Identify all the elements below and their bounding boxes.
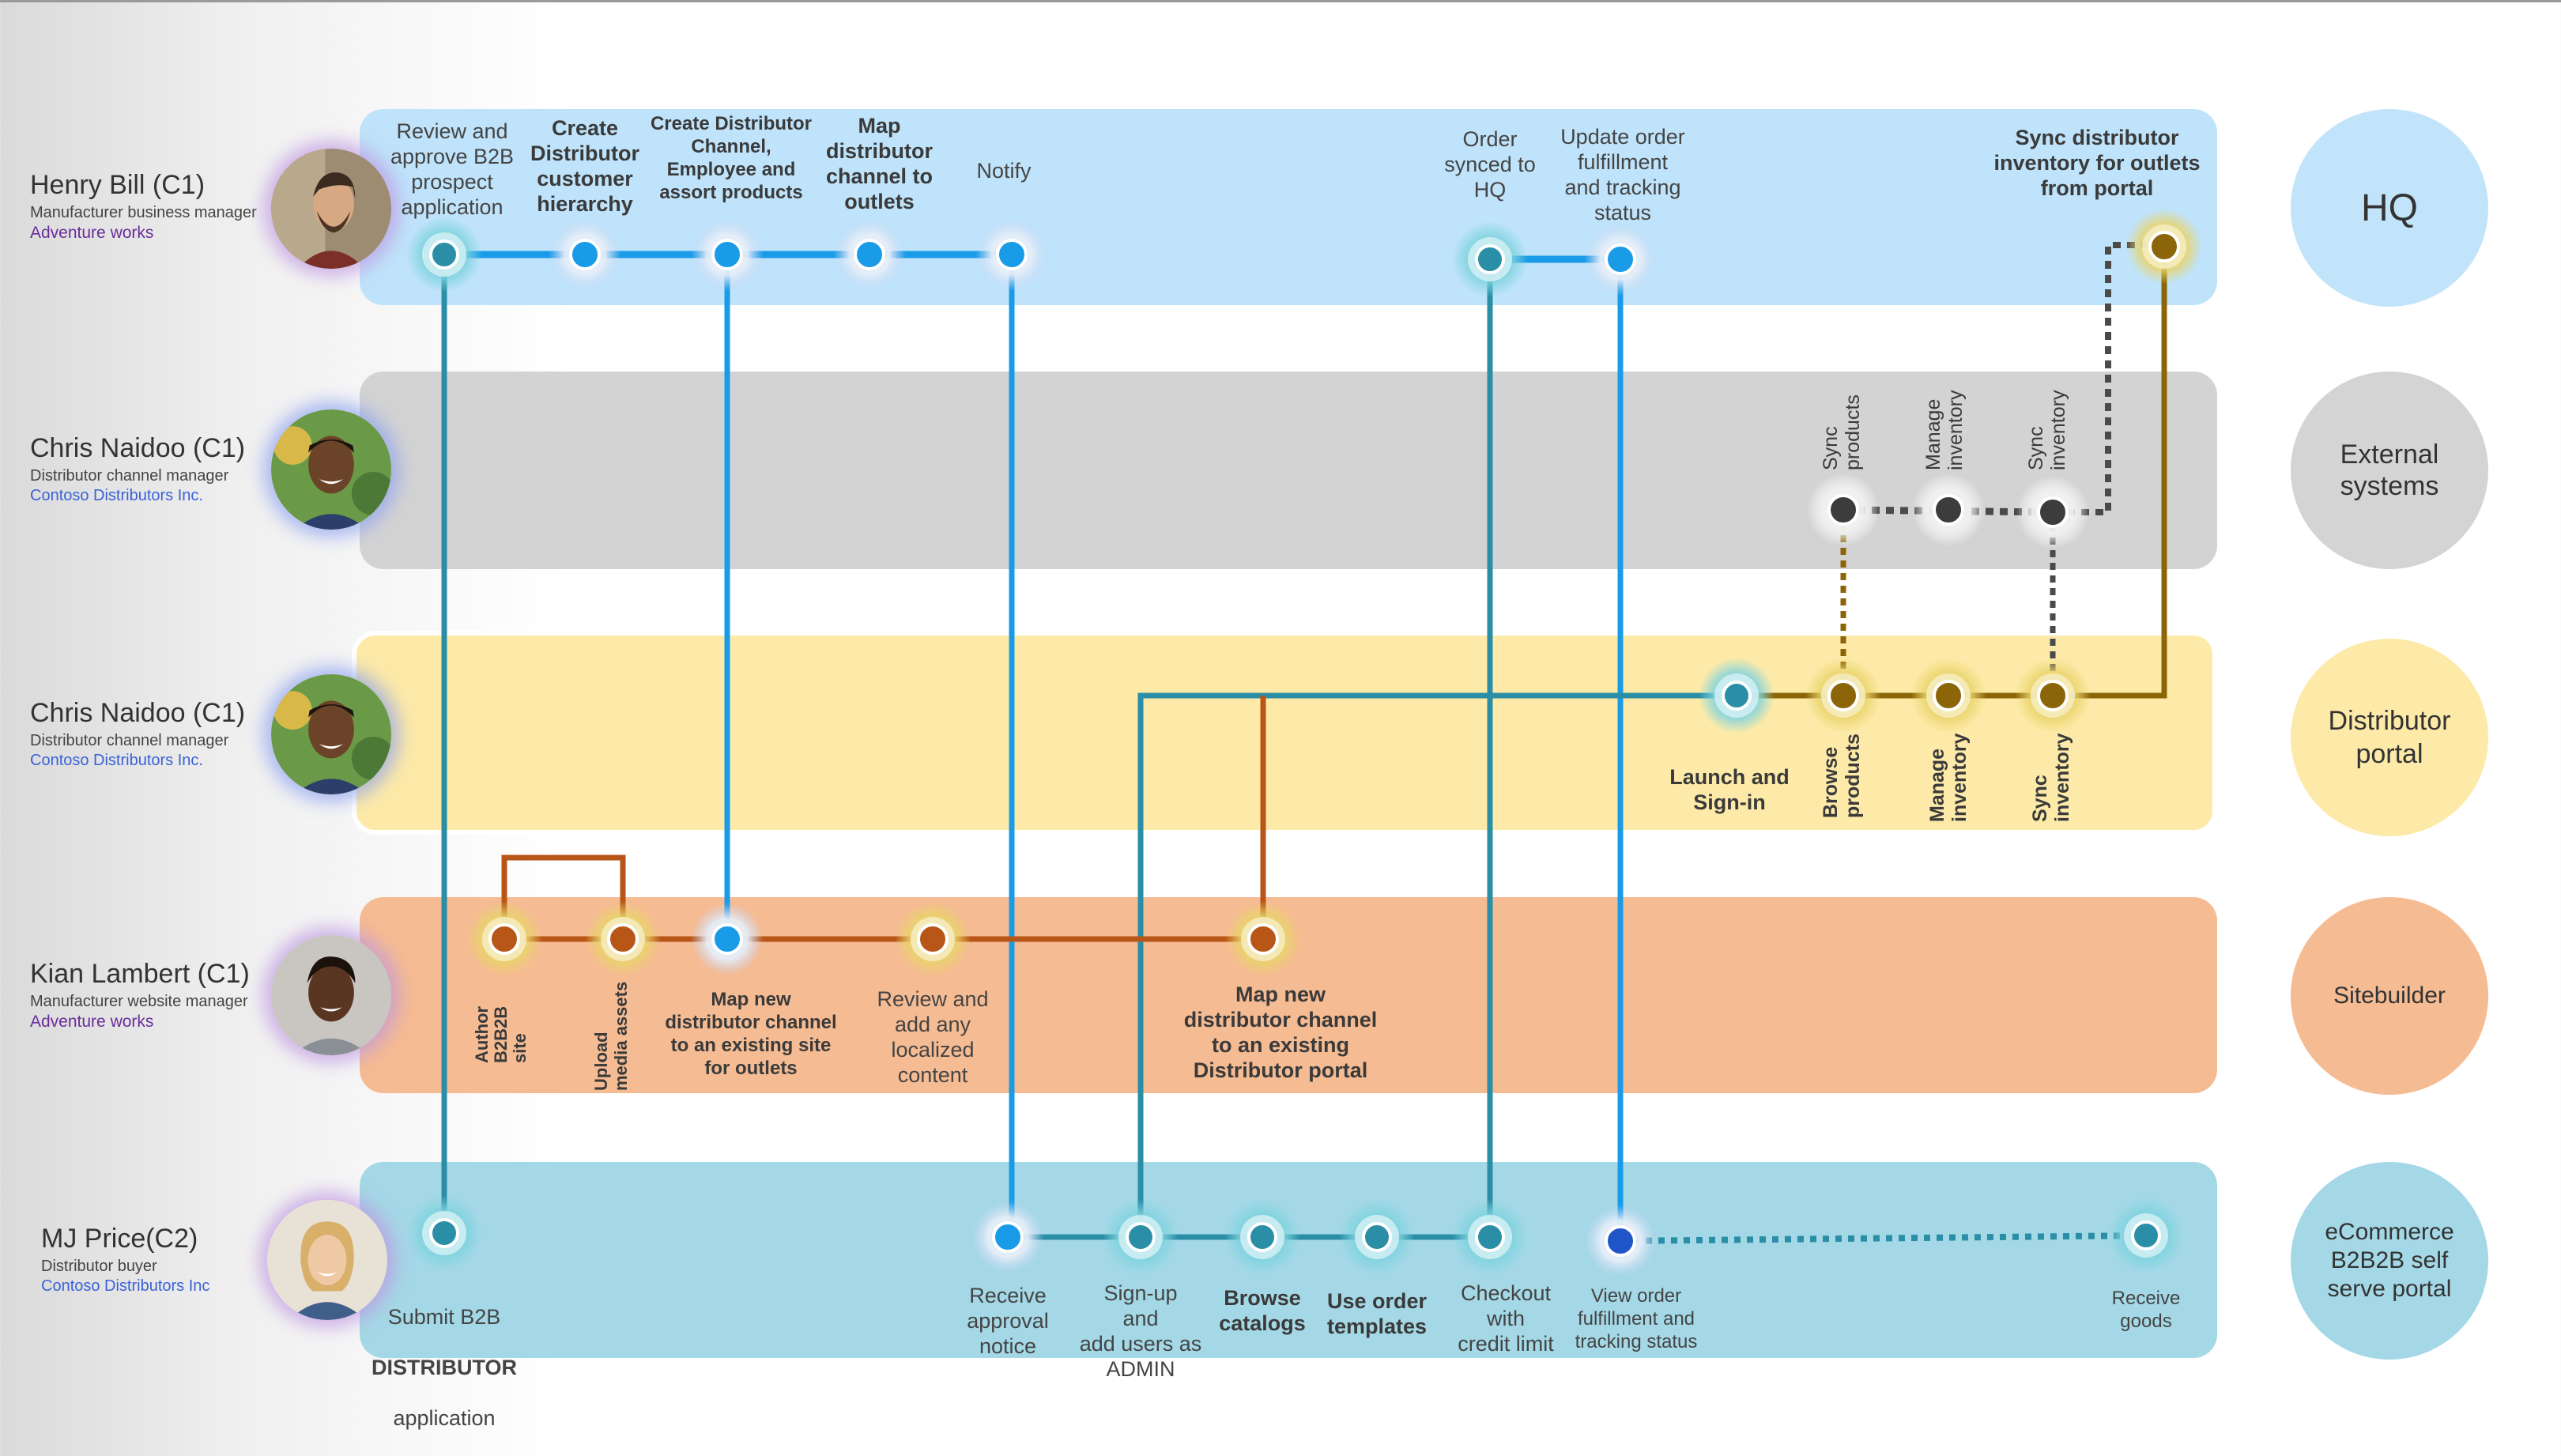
avatar-kian [271,935,391,1055]
label-ec-submit-line2: DISTRIBUTOR [371,1356,517,1379]
persona-chris-1: Chris Naidoo (C1) Distributor channel ma… [30,433,245,505]
system-label: External systems [2340,439,2439,501]
label-ec-signup: Sign-up and add users as ADMIN [1079,1281,1202,1381]
persona-name: MJ Price(C2) [41,1224,198,1254]
persona-name: Chris Naidoo (C1) [30,698,246,728]
persona-mj: MJ Price(C2) Distributor buyer Contoso D… [41,1224,209,1296]
system-label: Distributor portal [2328,706,2451,769]
label-ec-view-order: View order fulfillment and tracking stat… [1575,1285,1698,1352]
persona-role: Distributor channel manager [30,467,229,485]
label-ec-checkout: Checkout with credit limit [1458,1281,1554,1356]
system-label: HQ [2361,187,2418,229]
label-hq-update-order: Update order fulfillment and tracking st… [1560,125,1685,224]
persona-chris-2: Chris Naidoo (C1) Distributor channel ma… [30,698,245,770]
persona-org: Contoso Distributors Inc [41,1277,210,1295]
label-sb-review: Review and add any localized content [877,987,989,1087]
label-sb-upload: Upload media assets [591,981,631,1091]
persona-name: Chris Naidoo (C1) [30,433,246,463]
label-dp-launch: Launch and Sign-in [1669,765,1790,814]
lane-external-systems [360,372,2217,569]
persona-name: Henry Bill (C1) [30,170,206,200]
system-sitebuilder: Sitebuilder [2291,897,2488,1095]
avatar-chris-2 [271,674,391,794]
system-label: Sitebuilder [2333,983,2446,1009]
persona-kian: Kian Lambert (C1) Manufacturer website m… [30,959,250,1032]
label-hq-review: Review and approve B2B prospect applicat… [390,119,515,219]
label-ec-receive-goods: Receive goods [2111,1288,2181,1332]
label-ec-submit: Submit B2B DISTRIBUTOR application [341,1279,547,1456]
persona-henry: Henry Bill (C1) Manufacturer business ma… [30,170,257,243]
label-dp-manage: Manage inventory [1926,733,1971,822]
persona-name: Kian Lambert (C1) [30,959,250,989]
avatar-chris-1 [271,409,391,530]
persona-role: Manufacturer website manager [30,993,248,1010]
label-hq-hierarchy: Create Distributor customer hierarchy [530,116,639,216]
label-hq-map: Map distributor channel to outlets [825,114,933,213]
label-dp-browse: Browse products [1820,734,1864,818]
system-external: External systems [2291,372,2488,569]
persona-org: Adventure works [30,224,154,242]
system-label: eCommerce B2B2B self serve portal [2325,1219,2454,1302]
label-ext-sync-products: Sync products [1820,394,1864,470]
system-hq: HQ [2291,109,2488,307]
label-hq-notify: Notify [976,159,1032,183]
persona-org: Adventure works [30,1013,154,1031]
label-ec-submit-line1: Submit B2B [387,1305,501,1329]
label-ext-sync-inventory: Sync inventory [2025,390,2069,470]
top-border [0,0,2561,2]
persona-role: Distributor channel manager [30,732,229,749]
label-hq-order-synced: Order synced to HQ [1444,127,1536,202]
lane-hq [360,109,2217,305]
label-hq-channel: Create Distributor Channel, Employee and… [650,113,813,203]
label-hq-sync-inventory: Sync distributor inventory for outlets f… [1993,126,2201,200]
label-sb-author: Author B2B2B site [472,1005,530,1063]
label-ec-submit-line3: application [393,1406,496,1430]
persona-role: Distributor buyer [41,1258,157,1275]
system-ecommerce: eCommerce B2B2B self serve portal [2291,1162,2488,1360]
label-ec-receive-notice: Receive approval notice [967,1284,1049,1358]
label-ec-browse: Browse catalogs [1219,1286,1306,1335]
persona-org: Contoso Distributors Inc. [30,487,203,504]
avatar-mj [267,1200,387,1320]
label-sb-map-portal: Map new distributor channel to an existi… [1183,983,1378,1082]
label-ec-templates: Use order templates [1326,1289,1428,1338]
persona-org: Contoso Distributors Inc. [30,752,203,769]
system-distributor-portal: Distributor portal [2291,639,2488,836]
label-dp-sync: Sync inventory [2029,733,2073,822]
label-ext-manage-inventory: Manage inventory [1922,390,1967,470]
label-sb-map-new: Map new distributor channel to an existi… [665,989,837,1079]
persona-role: Manufacturer business manager [30,204,257,221]
